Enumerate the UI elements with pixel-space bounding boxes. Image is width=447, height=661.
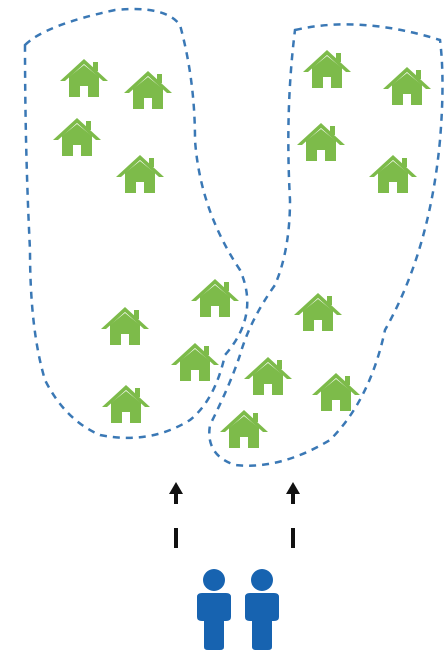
arrow-dash bbox=[174, 494, 178, 504]
house-icon bbox=[191, 279, 239, 317]
arrow-to-right-region bbox=[286, 482, 300, 548]
house-icon bbox=[53, 118, 101, 156]
house-icon bbox=[102, 385, 150, 423]
arrow-up-icon bbox=[169, 482, 183, 494]
house-icon bbox=[101, 307, 149, 345]
house-icon bbox=[369, 155, 417, 193]
house-icon bbox=[303, 50, 351, 88]
person-icon bbox=[245, 569, 279, 650]
arrow-dash bbox=[291, 494, 295, 504]
house-icon bbox=[116, 155, 164, 193]
arrow-up-icon bbox=[286, 482, 300, 494]
house-icon bbox=[312, 373, 360, 411]
person-icon bbox=[197, 569, 231, 650]
house-icon bbox=[124, 71, 172, 109]
arrow-dash bbox=[291, 528, 295, 548]
house-icon bbox=[294, 293, 342, 331]
house-icon bbox=[171, 343, 219, 381]
arrow-to-left-region bbox=[169, 482, 183, 548]
house-icon bbox=[297, 123, 345, 161]
house-icon bbox=[220, 410, 268, 448]
left-region-outline bbox=[23, 7, 249, 440]
house-icon bbox=[244, 357, 292, 395]
right-region-outline bbox=[208, 23, 444, 467]
house-icon bbox=[60, 59, 108, 97]
house-icon bbox=[383, 67, 431, 105]
arrow-dash bbox=[174, 528, 178, 548]
